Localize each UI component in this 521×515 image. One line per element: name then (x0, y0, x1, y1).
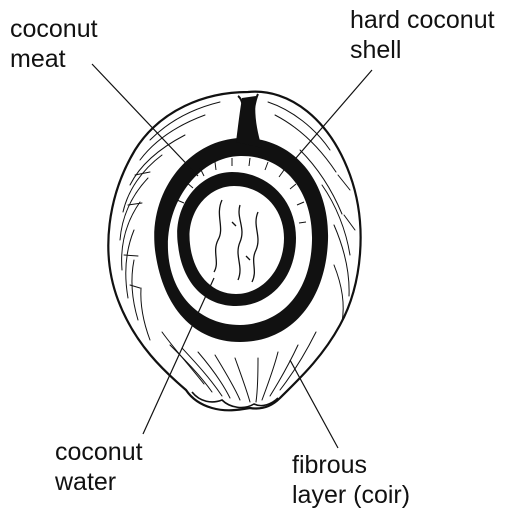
leader-fibrous-layer (290, 360, 338, 448)
label-fibrous-layer: fibrous layer (coir) (292, 450, 410, 510)
label-fibrous-layer-line-2: layer (coir) (292, 480, 410, 510)
label-coconut-meat: coconut meat (10, 14, 98, 74)
label-coconut-meat-line-1: coconut (10, 14, 98, 44)
label-coconut-water: coconut water (55, 437, 143, 497)
label-fibrous-layer-line-1: fibrous (292, 450, 410, 480)
label-coconut-water-line-1: coconut (55, 437, 143, 467)
label-hard-shell-line-1: hard coconut (350, 5, 495, 35)
label-coconut-water-line-2: water (55, 467, 143, 497)
label-hard-coconut-shell: hard coconut shell (350, 5, 495, 65)
label-coconut-meat-line-2: meat (10, 44, 98, 74)
coconut-water-cavity (196, 190, 280, 290)
label-hard-shell-line-2: shell (350, 35, 495, 65)
